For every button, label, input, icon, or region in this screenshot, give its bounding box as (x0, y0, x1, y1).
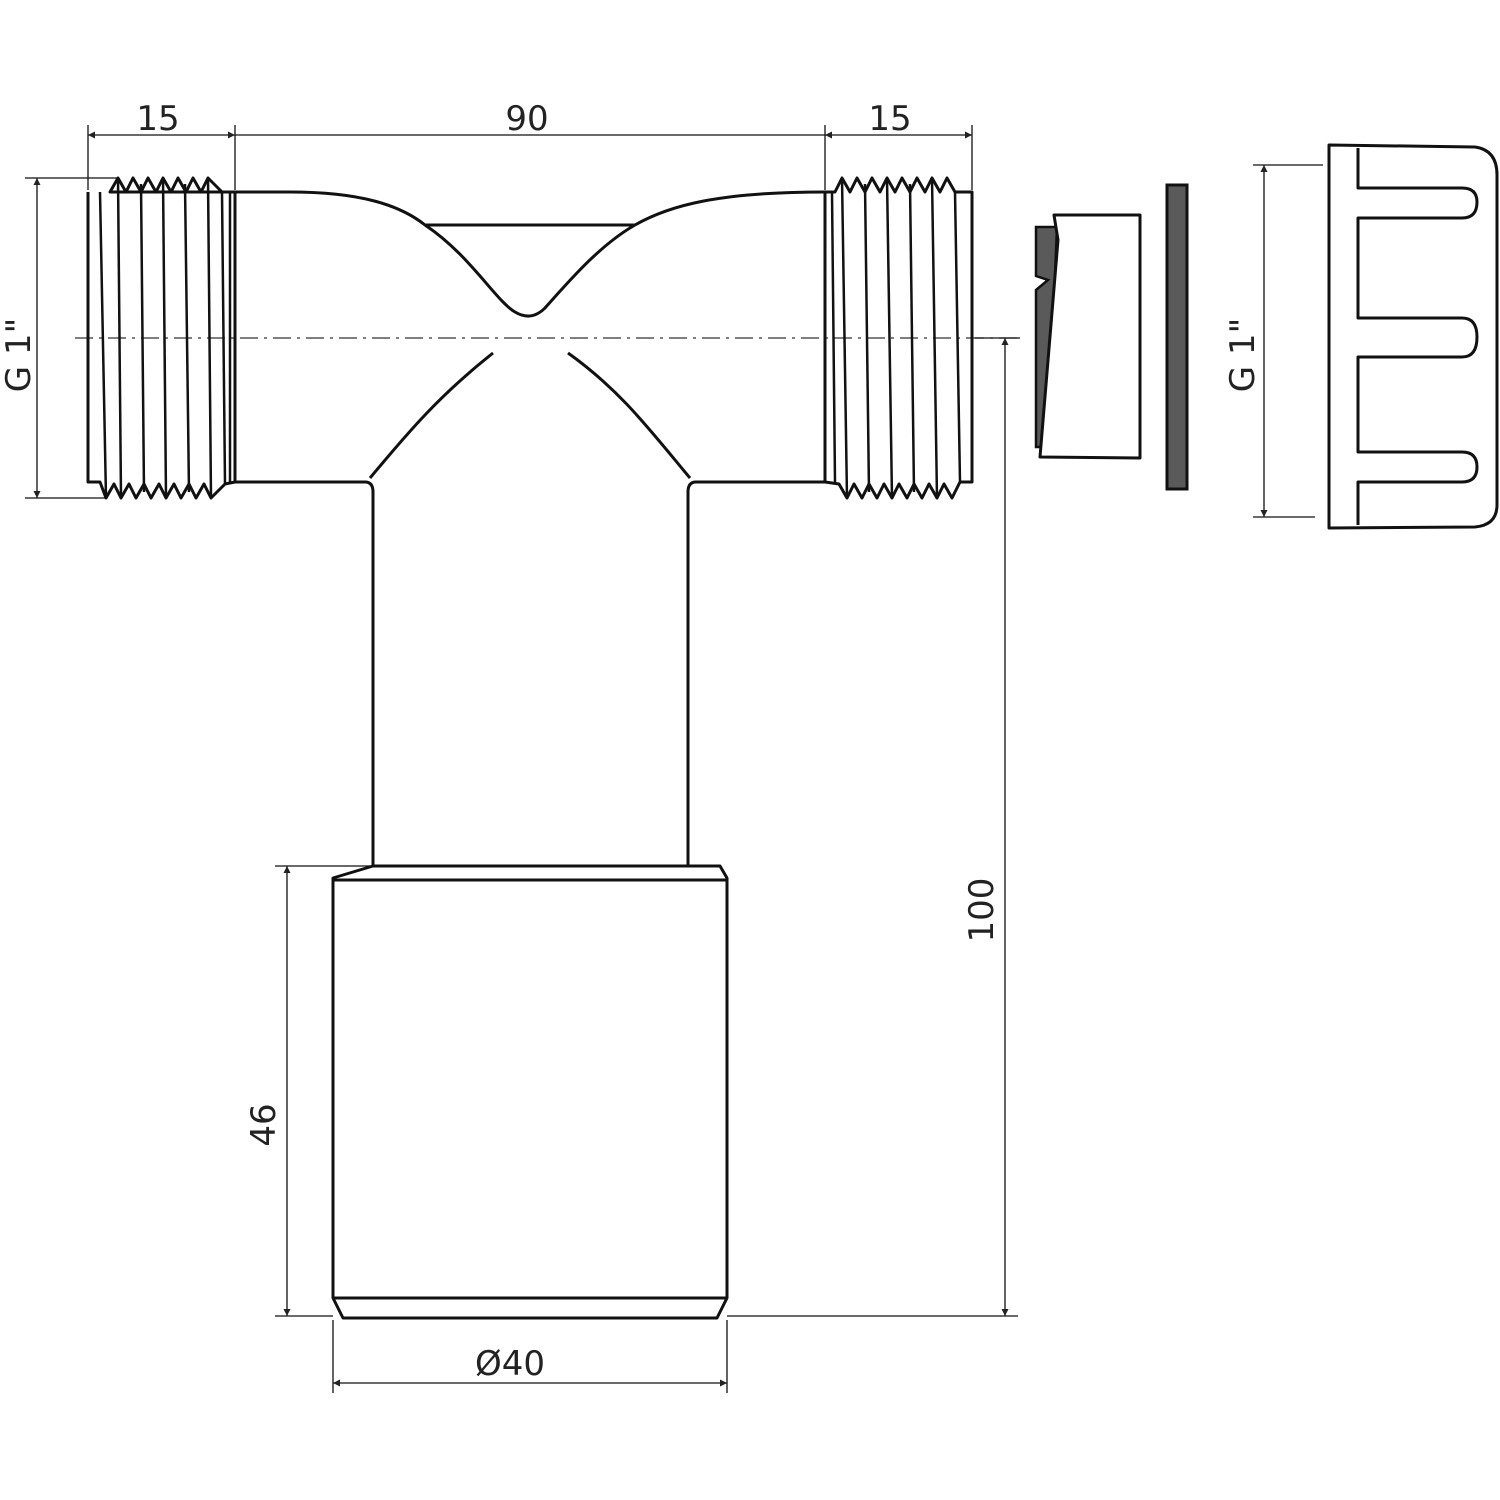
dim-total-height: 100 (962, 878, 1002, 943)
dim-nut-thread-size: G 1" (1223, 318, 1263, 392)
tee-body (235, 190, 826, 865)
dim-socket-height: 46 (244, 1103, 284, 1146)
socket (331, 864, 729, 1320)
dimension-top (87, 125, 973, 190)
dim-left-thread-size: G 1" (0, 318, 39, 392)
dim-left-thread-length: 15 (136, 99, 179, 139)
gasket (1165, 183, 1189, 491)
dim-center-length: 90 (505, 99, 548, 139)
left-thread (86, 176, 237, 500)
right-thread (823, 176, 974, 500)
clamp-ring (1034, 213, 1142, 460)
dim-socket-diameter: Ø40 (475, 1344, 545, 1384)
union-nut (1327, 143, 1499, 530)
dim-right-thread-length: 15 (868, 99, 911, 139)
